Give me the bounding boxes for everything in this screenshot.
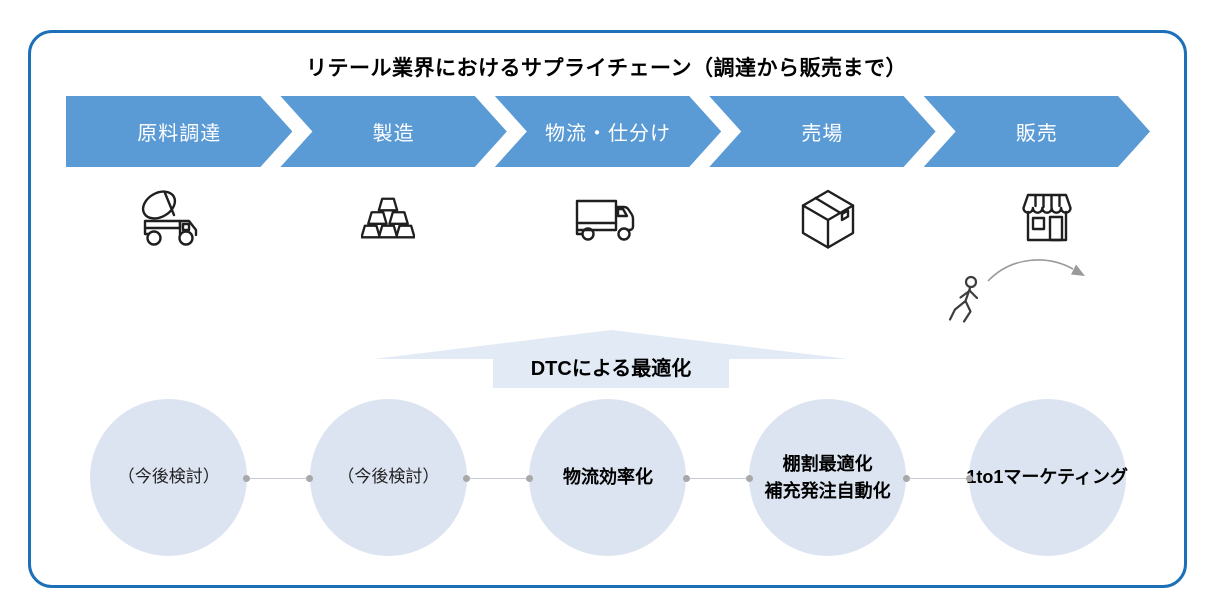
connector-line bbox=[690, 477, 746, 479]
connector-line bbox=[250, 477, 306, 479]
circle-connector bbox=[903, 474, 973, 482]
initiative-cell-raw-material: （今後検討） bbox=[66, 399, 272, 556]
stage-chevron-sales: 販売 bbox=[924, 96, 1150, 167]
delivery-truck-icon bbox=[575, 199, 635, 241]
initiative-circle: 棚割最適化 補充発注自動化 bbox=[749, 399, 907, 556]
initiative-circle: （今後検討） bbox=[90, 399, 248, 556]
circle-connector bbox=[683, 474, 753, 482]
initiative-cell-logistics: 物流効率化 bbox=[505, 399, 711, 556]
cement-mixer-truck-icon bbox=[141, 190, 197, 246]
stage-label: 製造 bbox=[372, 123, 415, 145]
stage-icons-row bbox=[66, 178, 1150, 260]
stage-chevron-salesfloor: 売場 bbox=[709, 96, 935, 167]
circle-connector bbox=[243, 474, 313, 482]
walking-person-icon bbox=[948, 275, 979, 323]
icon-cell-raw-material bbox=[66, 178, 272, 260]
customer-flow-graphic bbox=[930, 248, 1100, 328]
stage-label: 原料調達 bbox=[137, 123, 222, 145]
initiative-cell-sales: 1to1マーケティング bbox=[944, 399, 1150, 556]
connector-dot bbox=[683, 474, 690, 482]
storefront-icon bbox=[1022, 193, 1072, 242]
stage-chevron-raw-material: 原料調達 bbox=[66, 96, 292, 167]
icon-cell-salesfloor bbox=[725, 178, 931, 260]
initiative-circle: （今後検討） bbox=[309, 399, 467, 556]
connector-line bbox=[470, 477, 526, 479]
curved-arrow-icon bbox=[987, 259, 1085, 282]
connector-dot bbox=[243, 474, 250, 482]
connector-dot bbox=[306, 474, 313, 482]
initiative-cell-manufacturing: （今後検討） bbox=[286, 399, 492, 556]
initiative-circle: 物流効率化 bbox=[529, 399, 687, 556]
connector-dot bbox=[463, 474, 470, 482]
initiative-cell-salesfloor: 棚割最適化 補充発注自動化 bbox=[725, 399, 931, 556]
stage-chevron-manufacturing: 製造 bbox=[280, 96, 506, 167]
connector-dot bbox=[966, 474, 973, 482]
package-box-icon bbox=[801, 189, 854, 249]
stage-label: 売場 bbox=[801, 123, 844, 145]
up-block-arrow-icon bbox=[374, 330, 848, 388]
connector-line bbox=[910, 477, 966, 479]
supply-chain-stage-bar: 原料調達 製造 物流・仕分け 売場 販売 bbox=[66, 96, 1150, 167]
dtc-arrow-label: DTCによる最適化 bbox=[530, 358, 692, 380]
stage-label: 物流・仕分け bbox=[545, 123, 672, 145]
connector-dot bbox=[746, 474, 753, 482]
connector-dot bbox=[903, 474, 910, 482]
gold-ingots-icon bbox=[361, 197, 416, 239]
initiatives-row: （今後検討） （今後検討） 物流効率化 棚割最適化 補充発注自動化 1to1マー… bbox=[66, 399, 1150, 556]
connector-dot bbox=[526, 474, 533, 482]
stage-chevron-logistics: 物流・仕分け bbox=[495, 96, 721, 167]
icon-cell-logistics bbox=[505, 178, 711, 260]
icon-cell-manufacturing bbox=[286, 178, 492, 260]
diagram-title: リテール業界におけるサプライチェーン（調達から販売まで） bbox=[306, 57, 907, 80]
circle-connector bbox=[463, 474, 533, 482]
initiative-circle: 1to1マーケティング bbox=[966, 399, 1128, 556]
icon-cell-sales bbox=[944, 178, 1150, 260]
stage-label: 販売 bbox=[1015, 123, 1058, 145]
border-frame bbox=[28, 30, 1187, 588]
dtc-optimization-arrow: DTCによる最適化 bbox=[372, 328, 850, 390]
